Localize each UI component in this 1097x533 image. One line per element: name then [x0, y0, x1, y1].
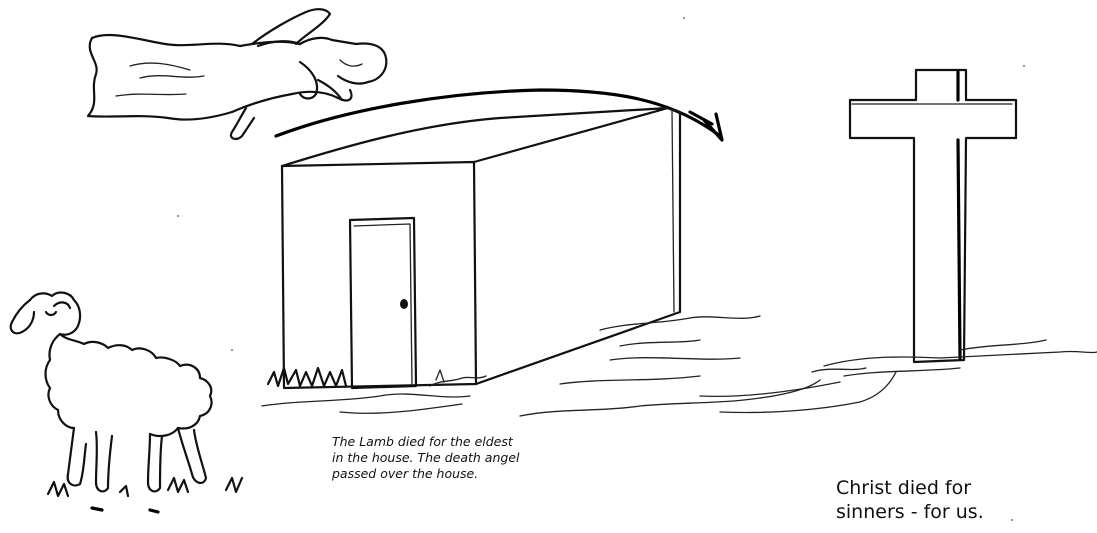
passover-arc-arrow	[276, 90, 722, 140]
speck-mark	[231, 349, 233, 351]
speck-mark	[177, 215, 179, 217]
statement-line: sinners - for us.	[836, 500, 1086, 524]
speck-mark	[1023, 65, 1025, 67]
lamb-drawing	[11, 293, 242, 512]
statement-line: Christ died for	[836, 476, 1086, 500]
speck-mark	[683, 17, 685, 19]
door-knob-shape	[400, 299, 408, 309]
death-angel-drawing	[88, 9, 386, 139]
caption-line: in the house. The death angel	[332, 450, 592, 466]
cross-drawing	[824, 70, 1097, 376]
caption-line: The Lamb died for the eldest	[332, 434, 592, 450]
house-drawing	[262, 108, 896, 416]
christ-statement: Christ died for sinners - for us.	[836, 476, 1086, 524]
passover-caption: The Lamb died for the eldest in the hous…	[332, 434, 592, 482]
caption-line: passed over the house.	[332, 466, 592, 482]
